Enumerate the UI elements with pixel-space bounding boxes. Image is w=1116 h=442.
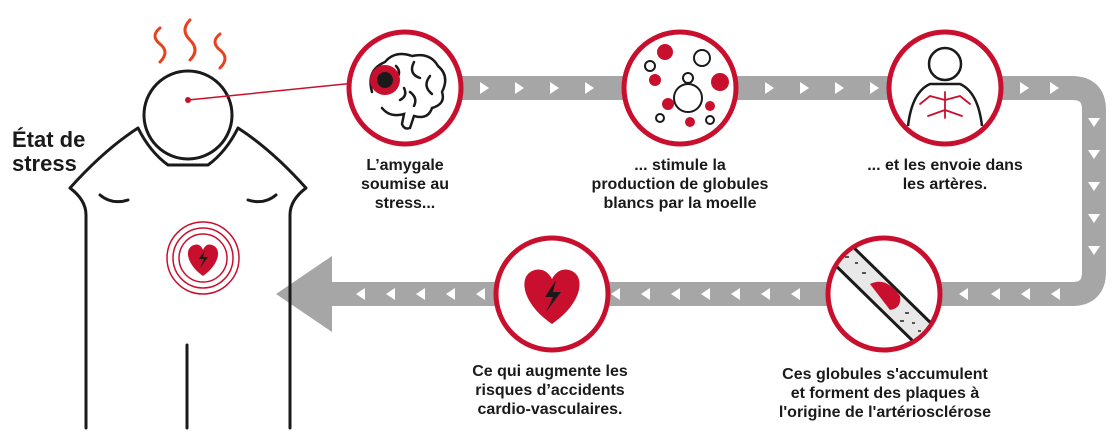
path-chevron: [1020, 82, 1029, 94]
label-line: Ces globules s'accumulent: [782, 366, 988, 383]
step-circle-brain: [346, 29, 464, 147]
path-chevron: [480, 82, 489, 94]
blood-cells-icon: [644, 44, 729, 127]
path-chevron: [585, 82, 594, 94]
path-chevron: [671, 288, 680, 300]
path-chevron: [765, 82, 774, 94]
path-chevron: [416, 288, 425, 300]
label-line: stress...: [374, 195, 436, 212]
label-line: ... et les envoie dans: [867, 157, 1023, 174]
path-chevron: [476, 288, 485, 300]
step-label-plaque: Ces globules s'accumulent et forment des…: [760, 365, 1010, 422]
label-line: risques d’accidents: [475, 382, 625, 399]
path-chevron: [701, 288, 710, 300]
step-label-arteries: ... et les envoie dans les artères.: [845, 156, 1045, 194]
path-chevron: [1088, 150, 1100, 159]
path-chevron: [800, 82, 809, 94]
path-chevron: [611, 288, 620, 300]
step-label-amygdala: L’amygale soumise au stress...: [325, 156, 485, 213]
label-line: ... stimule la: [634, 157, 726, 174]
path-chevron: [446, 288, 455, 300]
label-line: l'origine de l'artériosclérose: [778, 404, 992, 421]
label-line: les artères.: [902, 176, 988, 193]
path-chevron: [1088, 118, 1100, 127]
step-circle-blood-cells: [621, 29, 739, 147]
label-line: soumise au: [360, 176, 450, 193]
label-line: blancs par la moelle: [603, 195, 757, 212]
path-chevron: [1088, 246, 1100, 255]
path-chevron: [835, 82, 844, 94]
path-chevron: [1088, 214, 1100, 223]
path-chevron: [386, 288, 395, 300]
path-chevron: [550, 82, 559, 94]
label-line: et forment des plaques à: [790, 385, 980, 402]
label-line: production de globules: [591, 176, 769, 193]
artery-plaque-icon: [830, 240, 938, 348]
page-title-line-2: stress: [12, 151, 77, 176]
step-circle-arteries: [886, 29, 1004, 147]
path-chevron: [761, 288, 770, 300]
label-line: L’amygale: [366, 157, 444, 174]
path-arrowhead: [276, 256, 332, 332]
path-chevron: [1088, 182, 1100, 191]
path-chevron: [870, 82, 879, 94]
page-title: État de stress: [12, 128, 85, 176]
stress-wave-icon: [153, 18, 227, 70]
label-line: cardio-vasculaires.: [477, 401, 623, 418]
path-chevron: [959, 288, 968, 300]
path-chevron: [641, 288, 650, 300]
label-line: Ce qui augmente les: [472, 363, 628, 380]
step-label-bone-marrow: ... stimule la production de globules bl…: [570, 156, 790, 213]
heart-bolt-icon: [524, 269, 580, 324]
stressed-person-icon: [68, 69, 308, 430]
path-chevrons: [356, 82, 1100, 300]
path-chevron: [1050, 82, 1059, 94]
step-circle-heart-bolt: [493, 235, 611, 353]
path-chevron: [731, 288, 740, 300]
step-circle-artery-plaque: [825, 235, 943, 353]
path-chevron: [1051, 288, 1060, 300]
path-chevron: [515, 82, 524, 94]
path-chevron: [791, 288, 800, 300]
path-chevron: [991, 288, 1000, 300]
heart-stress-icon: [166, 221, 240, 295]
page-title-line-1: État de: [12, 127, 86, 152]
path-chevron: [356, 288, 365, 300]
path-chevron: [1021, 288, 1030, 300]
step-label-cardio-risk: Ce qui augmente les risques d’accidents …: [450, 362, 650, 419]
arteries-icon: [906, 46, 984, 127]
